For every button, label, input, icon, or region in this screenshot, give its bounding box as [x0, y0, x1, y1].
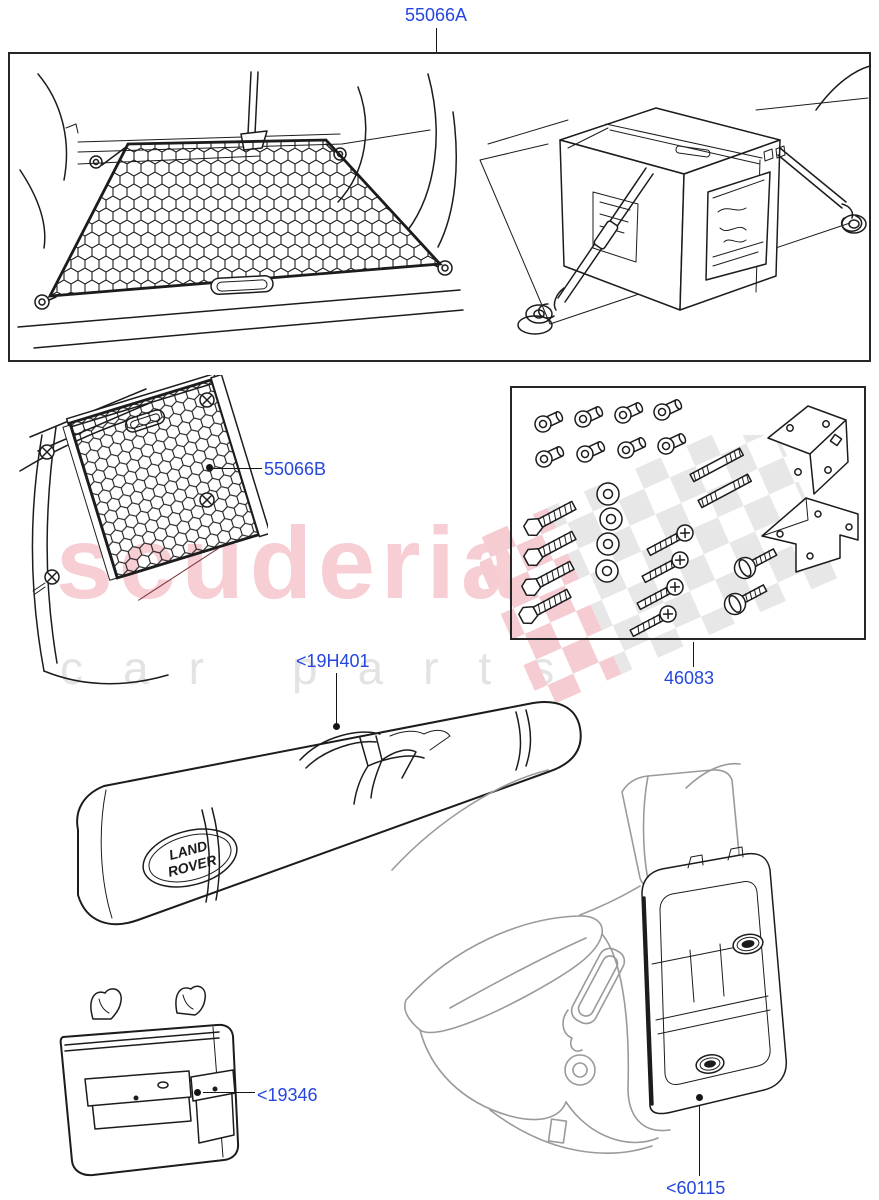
storage-bag-illustration: LAND ROVER	[76, 701, 582, 926]
cargo-net-kit-frame	[8, 52, 871, 362]
part-label-storage-bag-tube[interactable]: <19H401	[296, 651, 370, 671]
seat-with-stowage-panel-illustration	[391, 762, 788, 1154]
part-label-fixing-kit[interactable]: 46083	[664, 668, 715, 688]
seat-back-bag-illustration	[59, 985, 240, 1177]
fixing-kit-illustration	[516, 395, 859, 640]
side-stowage-net-illustration	[19, 375, 268, 685]
part-label-seat-back-stowage-panel[interactable]: <60115	[666, 1178, 726, 1198]
cargo-net-and-strap-illustration	[17, 65, 871, 349]
part-label-cargo-net-kit[interactable]: 55066A	[405, 5, 468, 25]
part-label-side-stowage-net[interactable]: 55066B	[264, 459, 327, 479]
part-label-seat-back-stowage-bag[interactable]: <19346	[257, 1085, 318, 1105]
